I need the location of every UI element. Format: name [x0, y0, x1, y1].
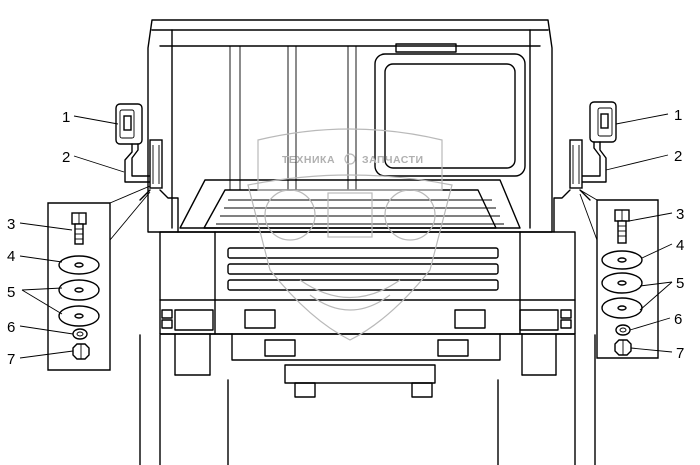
watermark: ТЕХНИКА ЗАПЧАСТИ	[247, 128, 453, 341]
fastener-panel-left	[47, 185, 151, 371]
callout-right-6: 6	[674, 311, 682, 328]
fastener-panel-right	[579, 189, 659, 359]
callout-right-1: 1	[674, 107, 682, 124]
cushion-right-b	[601, 297, 643, 319]
lower-body	[139, 333, 596, 465]
cushion-left-b	[58, 305, 100, 327]
nut-right	[614, 339, 632, 356]
nut-left	[72, 343, 90, 360]
truck-front-view	[139, 19, 596, 465]
mirror-right	[553, 101, 617, 233]
bolt-right	[614, 209, 630, 244]
callout-right-7: 7	[676, 345, 684, 362]
callout-left-7: 7	[7, 351, 15, 368]
hood	[179, 179, 521, 229]
callout-left-6: 6	[7, 319, 15, 336]
callout-left-3: 3	[7, 216, 15, 233]
callout-right-2: 2	[674, 148, 682, 165]
washer-flat-left	[58, 255, 100, 275]
watermark-text-right: ЗАПЧАСТИ	[362, 154, 424, 166]
washer-flat-right	[601, 250, 643, 270]
headlights	[161, 309, 572, 331]
washer-spring-right	[615, 324, 631, 336]
callouts-right: 1 2 3 4 5 6 7	[605, 107, 684, 362]
cushion-left-a	[58, 279, 100, 301]
mirror-left	[115, 103, 179, 233]
bolt-left	[71, 212, 87, 245]
callout-left-1: 1	[62, 109, 70, 126]
callout-right-3: 3	[676, 206, 684, 223]
callout-left-4: 4	[7, 248, 15, 265]
cab-left-panel	[229, 46, 357, 190]
callout-right-4: 4	[676, 237, 684, 254]
callouts-left: 1 2 3 4 5 6 7	[7, 109, 125, 368]
callout-left-2: 2	[62, 149, 70, 166]
washer-spring-left	[72, 328, 88, 340]
watermark-text-left: ТЕХНИКА	[282, 154, 335, 166]
callout-left-5: 5	[7, 284, 15, 301]
grille	[159, 231, 576, 335]
callout-right-5: 5	[676, 275, 684, 292]
cushion-right-a	[601, 272, 643, 294]
cab-right-window	[374, 43, 526, 177]
